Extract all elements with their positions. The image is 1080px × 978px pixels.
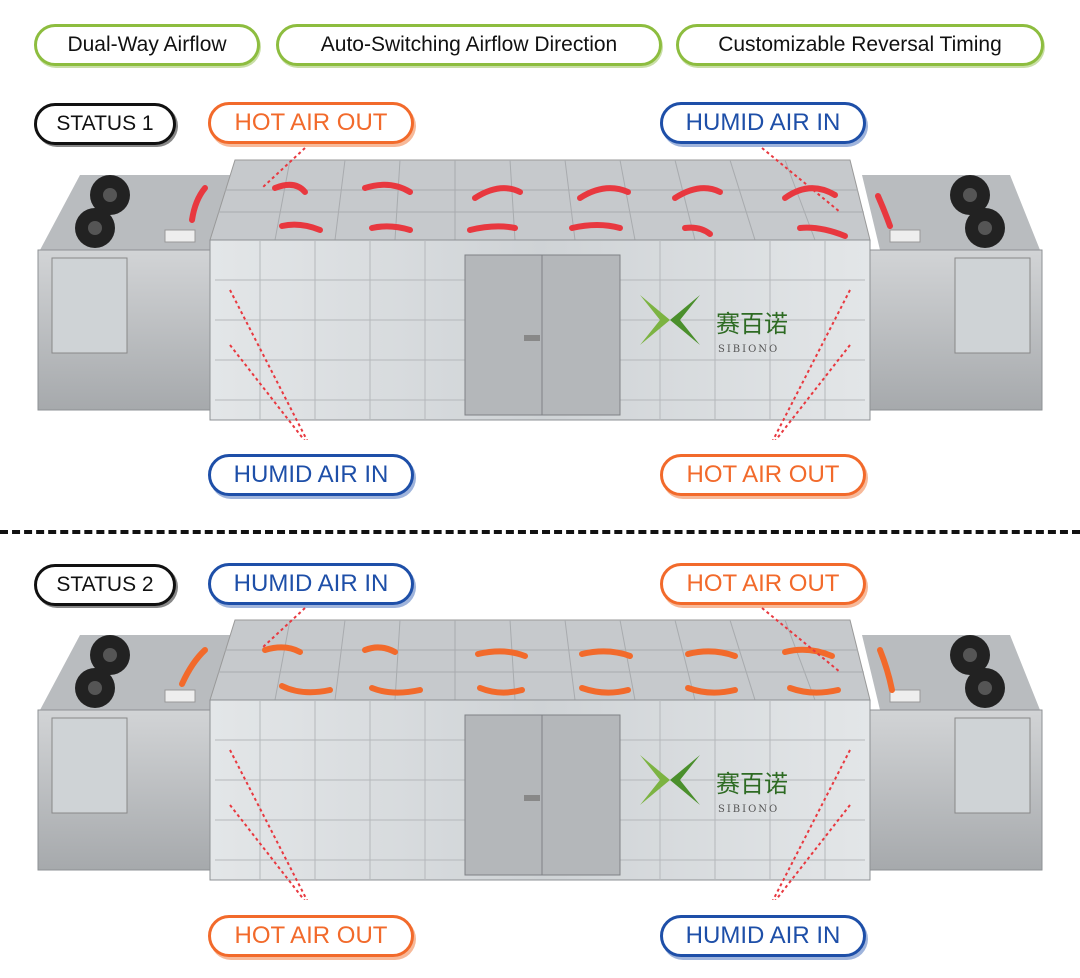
vent-grille [889, 689, 921, 703]
fan-hub-icon [963, 188, 977, 202]
arrow-down-icon [875, 193, 893, 229]
arrow-right-icon [279, 683, 333, 696]
status-1-top-left-label: HOT AIR OUT [208, 102, 414, 144]
airflow-arrows [179, 644, 895, 696]
arrow-left-icon [685, 648, 738, 659]
brand-logo-icon [670, 755, 700, 805]
arrow-right-icon [787, 685, 841, 696]
vent-grille [164, 689, 196, 703]
left-unit-window [51, 257, 128, 354]
brand-logo-icon [670, 295, 700, 345]
fan-hub-icon [963, 648, 977, 662]
arrow-left-icon [782, 646, 835, 659]
arrow-left-icon [362, 644, 398, 655]
arrow-left-icon [569, 222, 623, 231]
arrow-left-icon [369, 223, 413, 233]
brand-logo-icon [640, 295, 670, 345]
arrow-left-icon [467, 223, 518, 233]
status-1-bottom-right-label: HOT AIR OUT [660, 454, 866, 496]
arrow-left-icon [797, 224, 848, 239]
status-2-label: STATUS 2 [34, 564, 176, 606]
status-2-bottom-right-label: HUMID AIR IN [660, 915, 866, 957]
right-unit-roof [862, 175, 1040, 250]
status-1-label: STATUS 1 [34, 103, 176, 145]
chamber-top-grid [218, 619, 864, 701]
brand-name-chinese: 赛百诺 [716, 310, 788, 338]
arrow-up-icon [877, 647, 895, 693]
dryer-unit-status-1: 赛百诺 SIBIONO [37, 147, 1043, 440]
right-unit-window [954, 257, 1031, 354]
brand-name-chinese: 赛百诺 [716, 770, 788, 798]
brand-name-latin: SIBIONO [718, 344, 779, 355]
arrow-right-icon [577, 185, 631, 201]
brand-name-latin: SIBIONO [718, 804, 779, 815]
arrow-right-icon [472, 185, 523, 201]
brand-logo-icon [640, 755, 670, 805]
arrow-right-icon [579, 685, 631, 696]
arrow-right-icon [369, 685, 423, 696]
feature-dual-way-airflow: Dual-Way Airflow [34, 24, 260, 66]
status-2-top-right-label: HOT AIR OUT [660, 563, 866, 605]
feature-auto-switching: Auto-Switching Airflow Direction [276, 24, 662, 66]
status-2-top-left-label: HUMID AIR IN [208, 563, 414, 605]
leader-lines [229, 147, 851, 440]
arrow-left-icon [682, 224, 713, 237]
arrow-right-icon [672, 185, 723, 201]
door-handle [524, 335, 540, 341]
fan-hub-icon [88, 681, 102, 695]
feature-reversal-timing: Customizable Reversal Timing [676, 24, 1044, 66]
arrow-left-icon [279, 221, 323, 233]
fan-hub-icon [978, 221, 992, 235]
arrow-right-icon [362, 181, 413, 195]
arrow-right-icon [477, 685, 525, 696]
leader-lines [229, 607, 851, 900]
arrow-right-icon [685, 685, 738, 696]
left-unit-window [51, 717, 128, 814]
fan-hub-icon [103, 188, 117, 202]
arrow-down-icon [179, 647, 208, 687]
fan-hub-icon [103, 648, 117, 662]
status-1-bottom-left-label: HUMID AIR IN [208, 454, 414, 496]
door-handle [524, 795, 540, 801]
fan-hub-icon [88, 221, 102, 235]
arrow-left-icon [475, 648, 528, 659]
arrow-left-icon [262, 644, 303, 655]
arrow-right-icon [272, 181, 308, 195]
arrow-up-icon [189, 185, 208, 223]
vent-grille [889, 229, 921, 243]
arrow-left-icon [579, 648, 633, 659]
vent-grille [164, 229, 196, 243]
section-divider [0, 530, 1080, 534]
chamber-top [209, 619, 871, 701]
fan-hub-icon [978, 681, 992, 695]
dryer-unit-status-2: 赛百诺 SIBIONO [37, 607, 1043, 900]
status-2-bottom-left-label: HOT AIR OUT [208, 915, 414, 957]
right-unit-window [954, 717, 1031, 814]
status-1-top-right-label: HUMID AIR IN [660, 102, 866, 144]
